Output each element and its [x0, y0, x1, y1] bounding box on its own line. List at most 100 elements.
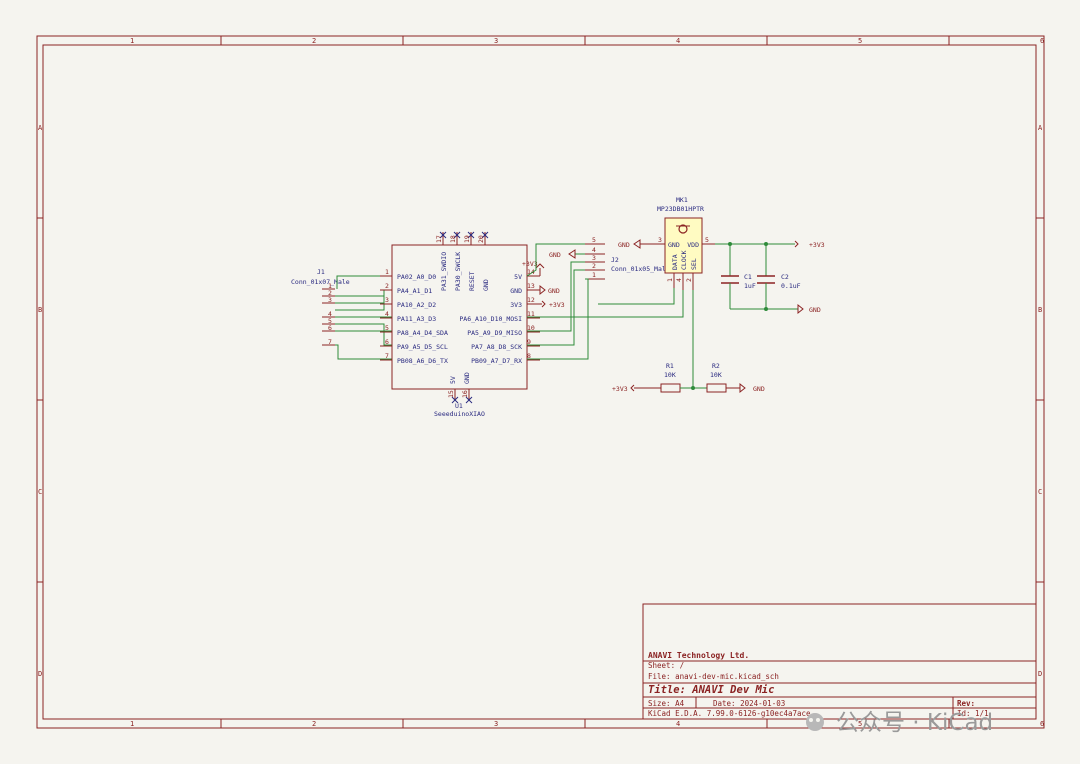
j2-ref: J2: [611, 256, 619, 264]
j2-pin-number: 2: [592, 262, 596, 270]
u1-pin-number: 1: [385, 268, 389, 276]
rev-label: Rev:: [957, 699, 975, 708]
u1-pin-name: PB08_A6_D6_TX: [397, 357, 448, 365]
u1-pin-number: 19: [463, 235, 471, 243]
u1-pin-number: 17: [435, 235, 443, 243]
j1-pin-number: 7: [328, 338, 332, 346]
border-row-label: D: [1038, 670, 1042, 678]
u1-seeeduino-xiao[interactable]: 1PA02_A0_D02PA4_A1_D13PA10_A2_D24PA11_A3…: [380, 231, 540, 418]
mk1-pin-name: SEL: [690, 258, 698, 270]
no-connect-mark: [467, 231, 475, 239]
border-col-label: 6: [1040, 37, 1044, 45]
u1-pin-name: RESET: [468, 271, 476, 291]
c2-ref: C2: [781, 273, 789, 281]
border-col-label: 2: [312, 37, 316, 45]
j2-pin-number: 3: [592, 254, 596, 262]
border-col-label: 6: [1040, 720, 1044, 728]
j1-ref: J1: [317, 268, 325, 276]
power-gnd-j2: GND: [549, 251, 561, 259]
page-border: [36, 35, 1045, 729]
u1-pin-name: PA8_A4_D4_SDA: [397, 329, 448, 337]
u1-pin-number: 9: [527, 338, 531, 346]
u1-pin-number: 20: [477, 235, 485, 243]
u1-pin-number: 4: [385, 310, 389, 318]
capacitor-labels: C1 1uF C2 0.1uF: [744, 273, 801, 290]
u1-pin-number: 15: [447, 390, 455, 398]
u1-pin-name: PA7_A8_D8_SCK: [471, 343, 522, 351]
j2-pin-number: 5: [592, 236, 596, 244]
u1-pin-number: 7: [385, 352, 389, 360]
border-col-label: 1: [130, 720, 134, 728]
mk1-pin-name: CLOCK: [680, 250, 688, 270]
r1-ref: R1: [666, 362, 674, 370]
resistor-network[interactable]: +3V3 GND R1 10K R2 10K: [612, 362, 765, 394]
file-label: File: anavi-dev-mic.kicad_sch: [648, 672, 779, 681]
u1-pin-name: GND: [463, 372, 471, 384]
tool-label: KiCad E.D.A. 7.99.0-6126-g10ec4a7ace: [648, 709, 811, 718]
border-col-label: 1: [130, 37, 134, 45]
no-connect-mark: [439, 231, 447, 239]
mk1-pin-name: DATA: [671, 254, 679, 270]
u1-pin-number: 18: [449, 235, 457, 243]
u1-pin-name: PA11_A3_D3: [397, 315, 436, 323]
j1-pin-number: 3: [328, 296, 332, 304]
j1-pin-number: 4: [328, 310, 332, 318]
date-label: Date: 2024-01-03: [713, 699, 785, 708]
u1-pin-name: PB09_A7_D7_RX: [471, 357, 522, 365]
no-connect-mark: [481, 231, 489, 239]
c1-ref: C1: [744, 273, 752, 281]
u1-pin-name: PA10_A2_D2: [397, 301, 436, 309]
u1-pin-number: 6: [385, 338, 389, 346]
u1-pin-name: 5V: [514, 273, 522, 281]
border-row-label: C: [1038, 488, 1042, 496]
power-3v3-arrow-u1: +3V3: [549, 301, 565, 309]
title-block: ANAVI Technology Ltd. Sheet: / File: ana…: [642, 603, 1037, 720]
power-gnd-u1: GND: [548, 287, 560, 295]
c2-value: 0.1uF: [781, 282, 801, 290]
u1-ref: U1: [455, 402, 463, 410]
j2-value: Conn_01x05_Male: [611, 265, 670, 273]
mk1-ref: MK1: [676, 196, 688, 204]
u1-pin-name: PA9_A5_D5_SCL: [397, 343, 448, 351]
border-col-label: 4: [676, 37, 680, 45]
sheet-label: Sheet: /: [648, 661, 684, 670]
mk1-pin-number: 1: [666, 278, 674, 282]
j2-pin-number: 1: [592, 271, 596, 279]
border-col-label: 3: [494, 37, 498, 45]
border-col-label: 2: [312, 720, 316, 728]
u1-pin-number: 12: [527, 296, 535, 304]
border-col-label: 5: [858, 37, 862, 45]
u1-pin-name: 3V3: [510, 301, 522, 309]
power-gnd-caps: GND: [809, 306, 821, 314]
power-3v3-u1: +3V3: [522, 260, 538, 268]
j1-pin-number: 6: [328, 324, 332, 332]
mk1-pin-number: 5: [705, 236, 709, 244]
u1-pin-name: PA30_SWCLK: [454, 252, 462, 291]
mk1-pin-number: 3: [658, 236, 662, 244]
power-gnd-r2: GND: [753, 385, 765, 393]
title-label: Title: ANAVI Dev Mic: [648, 684, 774, 696]
id-label: Id: 1/1: [957, 709, 989, 718]
mk1-pin-number: 2: [685, 278, 693, 282]
no-connect-mark: [465, 396, 473, 404]
u1-pin-number: 11: [527, 310, 535, 318]
u1-value: SeeeduinoXIAO: [434, 410, 485, 418]
border-row-label: B: [38, 306, 42, 314]
u1-pin-name: PA5_A9_D9_MISO: [467, 329, 522, 337]
power-gnd-mk1: GND: [618, 241, 630, 249]
j1-pin-number: 2: [328, 289, 332, 297]
j2-pin-number: 4: [592, 246, 596, 254]
u1-pin-name: GND: [510, 287, 522, 295]
u1-pin-name: PA4_A1_D1: [397, 287, 432, 295]
u1-pin-name: PA6_A10_D10_MOSI: [459, 315, 522, 323]
j1-pin-number: 5: [328, 317, 332, 325]
mk1-pin-number: 4: [675, 278, 683, 282]
watermark-text: 公众号 · KiCad: [836, 710, 993, 736]
no-connect-mark: [451, 396, 459, 404]
power-3v3-r1: +3V3: [612, 385, 628, 393]
